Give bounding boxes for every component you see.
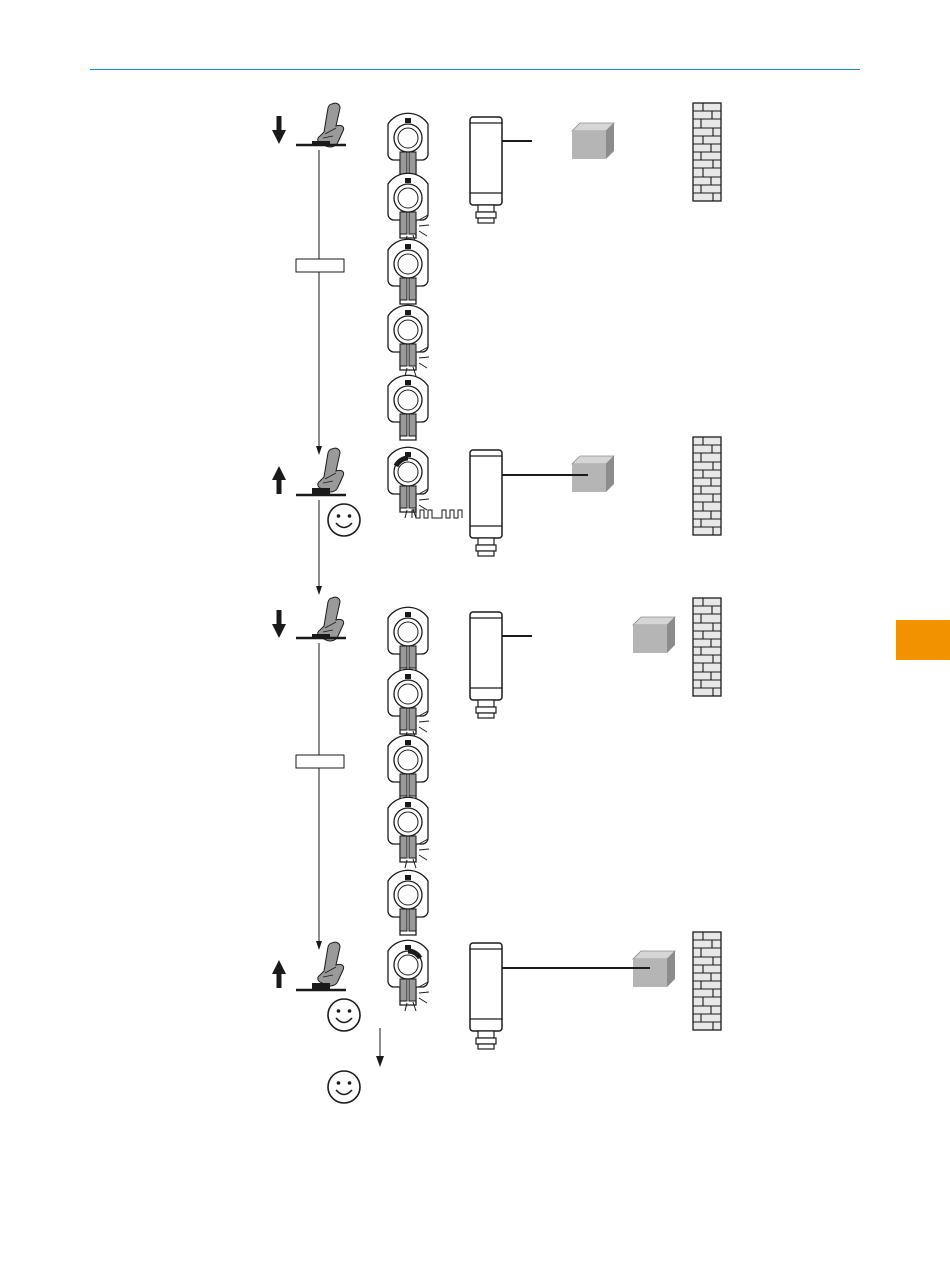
finger-press-icon [318, 103, 344, 147]
sensor-knob-icon [388, 669, 428, 734]
arrow-down-icon [272, 610, 286, 638]
sensor-knob-icon [388, 940, 428, 1005]
step-3-group [272, 597, 721, 740]
finger-press-icon [318, 942, 344, 986]
background-wall-icon [693, 598, 721, 696]
object-cube-icon [572, 123, 614, 159]
sensor-knob-icon [388, 375, 428, 440]
sensor-housing-icon [470, 117, 502, 223]
sensor-housing-icon [470, 450, 502, 556]
smiley-icon [328, 999, 360, 1031]
arrow-up-icon [272, 466, 286, 494]
sensor-knob-icon [388, 173, 428, 238]
sensor-knob-icon [388, 607, 428, 672]
sensor-knob-icon [388, 797, 428, 862]
sensor-knob-icon [388, 113, 428, 178]
sensor-knob-icon [388, 870, 428, 935]
sensor-housing-icon [470, 943, 502, 1049]
background-wall-icon [693, 932, 721, 1030]
object-cube-icon [633, 617, 675, 653]
arrow-down-icon [272, 116, 286, 144]
step-2-group [272, 437, 721, 556]
pulse-signal-icon [412, 510, 462, 518]
sensor-housing-icon [470, 612, 502, 718]
background-wall-icon [693, 437, 721, 535]
sensor-knob-icon [388, 735, 428, 800]
arrow-up-icon [272, 960, 286, 988]
sensor-knob-icon [388, 239, 428, 304]
smiley-icon [328, 504, 360, 536]
sensor-knob-icon [388, 305, 428, 370]
timer-box-icon [296, 259, 344, 272]
smiley-icon [328, 1071, 360, 1103]
sensor-knob-icon [388, 447, 428, 512]
step-1-group [272, 103, 721, 244]
finger-press-icon [318, 448, 344, 492]
step-4-group [272, 932, 721, 1103]
background-wall-icon [693, 103, 721, 201]
timer-box-icon [296, 755, 344, 768]
